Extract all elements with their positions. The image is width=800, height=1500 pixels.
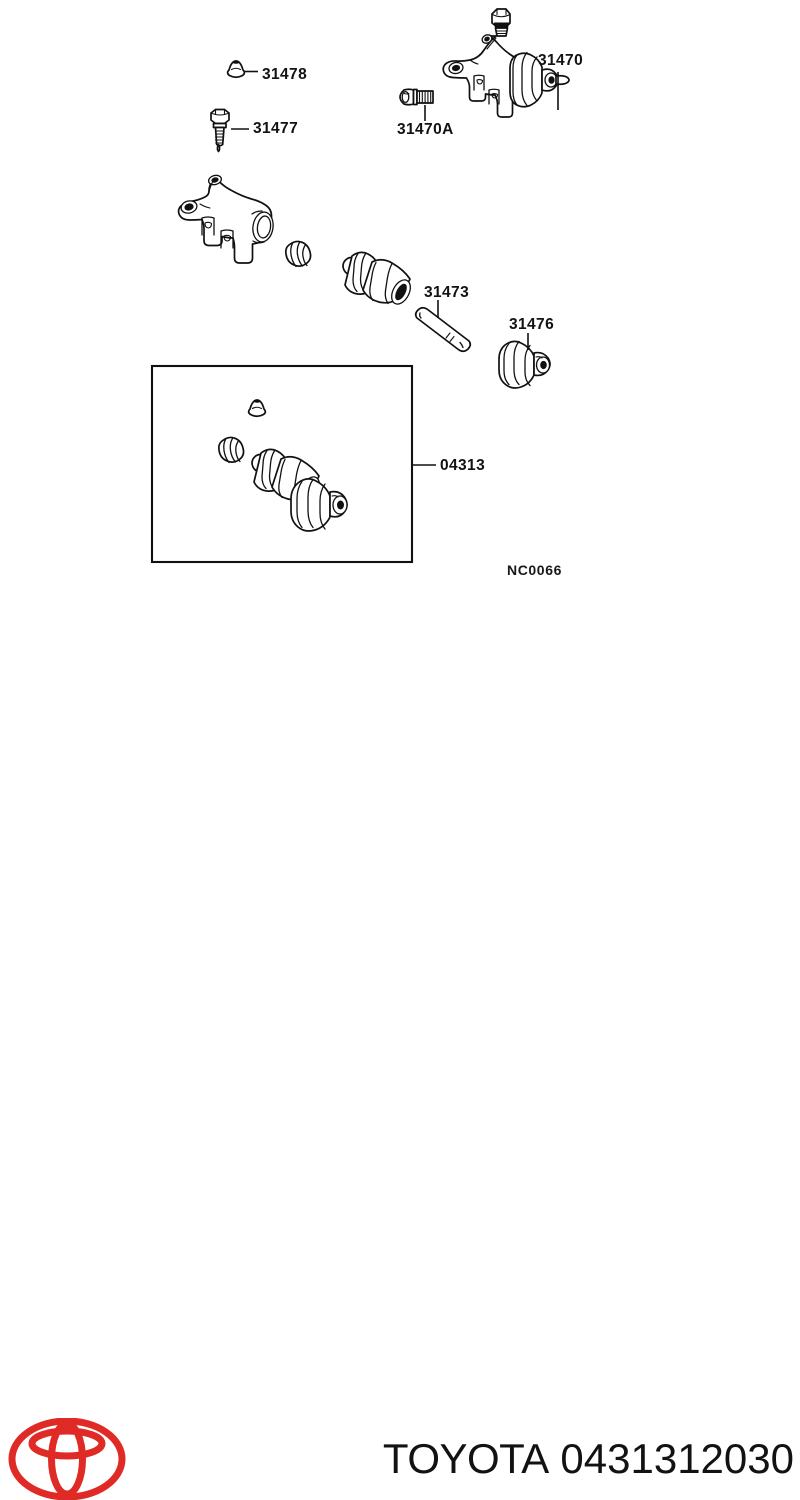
kit-part-cup-seal (217, 436, 245, 464)
kit-part-bleeder-cap (247, 399, 267, 418)
footer-brand: TOYOTA (382, 1435, 549, 1482)
kit-part-dust-boot (290, 478, 348, 532)
part-cylinder-body-casting (177, 174, 274, 264)
part-31470-release-cylinder-assembly (442, 8, 570, 118)
part-piston-assembly (342, 251, 411, 305)
repair-kit-box (150, 364, 414, 564)
part-cup-seal (284, 240, 312, 268)
part-31470A-mounting-bolt (399, 88, 434, 106)
parts-diagram: .ln { fill:none; stroke:#111111; stroke-… (150, 8, 584, 578)
part-31473-push-rod (414, 306, 472, 353)
drawing-code: NC0066 (507, 562, 562, 578)
callout-label-31470A: 31470A (397, 121, 454, 138)
callout-label-31473: 31473 (424, 284, 470, 301)
footer-bar: TOYOTA 0431312030 (0, 700, 800, 1500)
part-31476-dust-boot (498, 340, 551, 389)
callout-label-31478: 31478 (262, 66, 308, 83)
callout-label-31476: 31476 (509, 316, 555, 333)
footer-caption: TOYOTA 0431312030 (0, 1435, 794, 1482)
part-31478-bleeder-cap (226, 60, 246, 79)
callout-label-31477: 31477 (253, 120, 299, 137)
part-31477-bleeder-screw (210, 108, 230, 153)
footer-part-number: 0431312030 (560, 1435, 794, 1482)
diagram-line-art: .ln { fill:none; stroke:#111111; stroke-… (150, 8, 570, 564)
callout-label-31470: 31470 (538, 52, 584, 69)
callout-label-04313: 04313 (440, 457, 486, 474)
